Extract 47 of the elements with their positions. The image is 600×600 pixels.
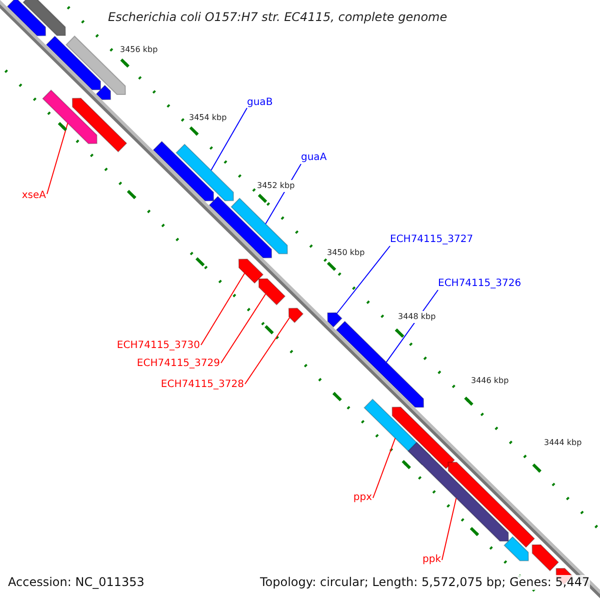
leader-line: [244, 317, 290, 384]
gene-block: [22, 0, 66, 36]
title: Escherichia coli O157:H7 str. EC4115, complete genome: [108, 10, 448, 25]
leader-line: [442, 498, 457, 560]
gene-label: ECH74115_3728: [160, 379, 244, 391]
position-label: 3452 kbp: [257, 180, 295, 192]
gene-block: [336, 320, 424, 408]
gene-block: [46, 36, 102, 90]
gene-block: [72, 98, 128, 152]
gene-block: [532, 544, 560, 572]
gene-block: [258, 278, 286, 306]
gene-label: ECH74115_3729: [136, 358, 220, 370]
gene-block: [96, 84, 112, 100]
position-label: 3444 kbp: [544, 437, 582, 449]
gene-label: ppk: [422, 554, 441, 566]
position-label: 3454 kbp: [189, 112, 227, 124]
gene-block: [392, 406, 456, 470]
gene-block: [42, 89, 98, 144]
gene-block: [408, 442, 509, 542]
gene-block: [176, 144, 234, 202]
gene-block: [504, 536, 529, 562]
leader-line: [372, 438, 396, 498]
leader-line: [220, 294, 266, 364]
gene-block: [230, 198, 288, 254]
genome-info-text: Topology: circular; Length: 5,572,075 bp; Genes: 5,447: [260, 575, 590, 590]
leader-line: [336, 246, 390, 314]
gene-label: guaB: [247, 97, 273, 109]
gene-block: [6, 0, 46, 36]
accession-text: Accession: NC_011353: [8, 575, 144, 590]
gene-label: ECH74115_3727: [390, 234, 474, 246]
gene-block: [448, 462, 536, 548]
position-label: 3456 kbp: [120, 44, 158, 56]
leader-line: [46, 122, 68, 194]
position-label: 3448 kbp: [398, 311, 436, 323]
gene-label: ppx: [353, 492, 372, 504]
gene-block: [152, 140, 214, 202]
gene-label: xseA: [22, 190, 46, 202]
leader-line: [200, 272, 246, 346]
leader-line: [210, 108, 248, 171]
gene-label: guaA: [301, 152, 327, 164]
gene-block: [208, 196, 272, 258]
position-label: 3450 kbp: [327, 247, 365, 259]
gene-label: ECH74115_3730: [116, 340, 200, 352]
gene-block: [288, 308, 304, 324]
gene-block: [327, 312, 342, 328]
position-label: 3446 kbp: [471, 375, 509, 387]
gene-label: ECH74115_3726: [438, 278, 522, 290]
